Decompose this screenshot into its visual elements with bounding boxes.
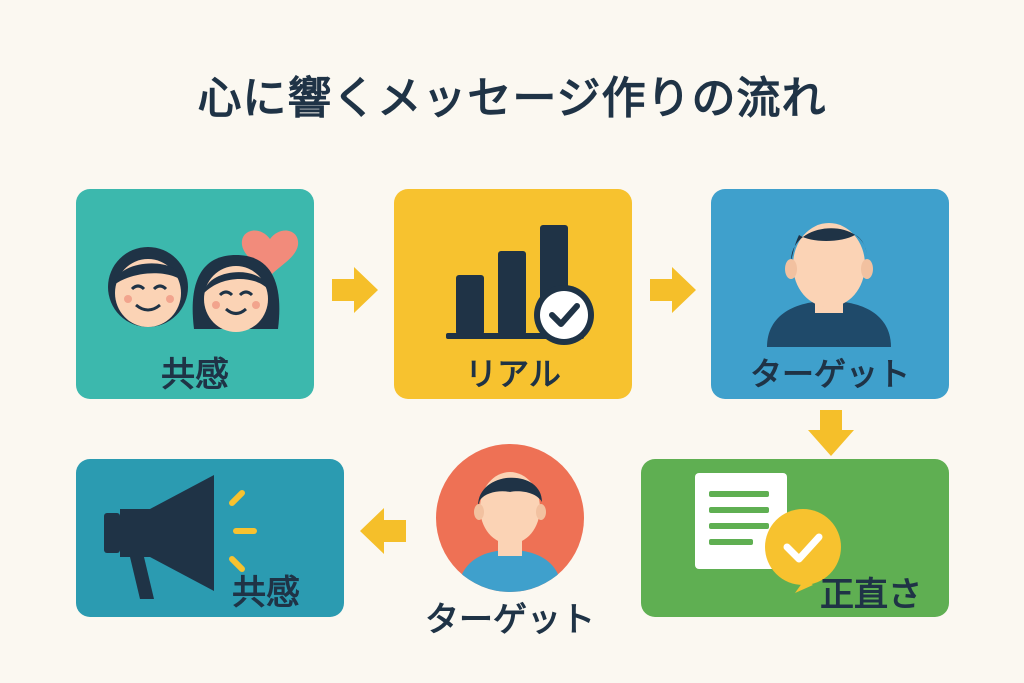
arrow-right-icon <box>332 267 378 313</box>
step-label: ターゲット <box>425 600 595 640</box>
step-card-empathy-final: 共感 <box>76 459 344 617</box>
step-label: 共感 <box>232 573 300 613</box>
arrow-left-icon <box>360 508 406 554</box>
person-circle-icon <box>436 444 584 592</box>
step-label: 共感 <box>161 355 229 395</box>
megaphone-icon <box>104 475 257 599</box>
page-title: 心に響くメッセージ作りの流れ <box>197 73 827 124</box>
bar-chart-check-icon <box>446 225 594 345</box>
step-label: リアル <box>465 355 561 393</box>
step-card-empathy: 共感 <box>76 189 314 399</box>
step-card-target: ターゲット <box>711 189 949 399</box>
step-label: ターゲット <box>749 355 910 393</box>
arrow-down-icon <box>808 410 854 456</box>
step-label: 正直さ <box>820 575 922 615</box>
step-target-circle: ターゲット <box>400 444 620 644</box>
document-check-icon <box>695 473 841 593</box>
couple-with-heart-icon <box>108 230 299 332</box>
person-icon <box>767 223 891 347</box>
arrow-right-icon <box>650 267 696 313</box>
step-card-real: リアル <box>394 189 632 399</box>
step-card-honesty: 正直さ <box>641 459 949 617</box>
